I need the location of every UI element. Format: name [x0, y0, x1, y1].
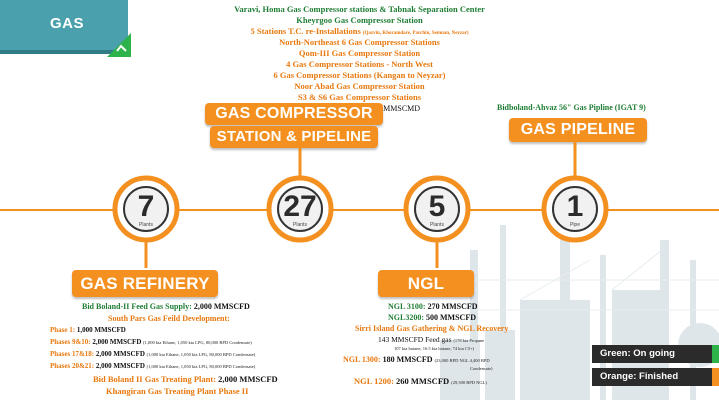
circle-ring — [112, 175, 180, 243]
list-item: North-Northeast 6 Gas Compressor Station… — [279, 37, 440, 47]
bid-boland-row: Bid Boland II Gas Treating Plant: 2,000 … — [93, 374, 278, 384]
list-item: Varavi, Homa Gas Compressor stations & T… — [234, 4, 485, 14]
refinery-feed-row: Bid Boland-II Feed Gas Supply: 2,000 MMS… — [82, 302, 250, 311]
ngl1300-note: Condensate) — [470, 366, 493, 371]
legend-finished-swatch — [712, 368, 719, 386]
legend-ongoing-swatch — [712, 345, 719, 363]
list-item: 6 Gas Compressor Stations (Kangan to Ney… — [273, 70, 446, 80]
compressor-count-unit: Plants — [293, 222, 307, 228]
compressor-title-line2: STATION & PIPELINE — [210, 126, 378, 148]
refinery-label: GAS REFINERY — [72, 270, 218, 297]
phase-row: Phase 1: 1,000 MMSCFD — [50, 326, 126, 334]
legend-ongoing: Green: On going — [592, 345, 719, 363]
compressor-title-line1: GAS COMPRESSOR — [205, 103, 383, 125]
list-item: 4 Gas Compressor Stations - North West — [286, 59, 433, 69]
list-item: Kheyrgoo Gas Compressor Station — [296, 15, 423, 25]
ngl-count-unit: Plants — [430, 222, 444, 228]
list-item: Noor Abad Gas Compressor Station — [294, 81, 425, 91]
sirri-note: 107 kta butane, 16.5 kta butane, 74 kta … — [394, 346, 475, 351]
ngl1200-row: NGL 1200: 260 MMSCFD (29,500 BPD NGL) — [354, 376, 487, 386]
phase-row: Phases 17&18: 2,000 MMSCFD (1,000 kta Et… — [50, 350, 256, 358]
circle-ring — [541, 175, 609, 243]
sirri-heading: Sirri Island Gas Gathering & NGL Recover… — [355, 324, 509, 333]
gas-header-label: GAS — [49, 15, 84, 32]
list-item: S3 & S6 Gas Compressor Stations — [297, 92, 422, 102]
ngl-count: 5 — [428, 190, 446, 223]
gas-header-stripe — [0, 50, 128, 54]
khangiran-row: Khangiran Gas Treating Plant Phase II — [106, 386, 249, 396]
compressor-count: 27 — [283, 190, 317, 223]
ngl-label: NGL — [378, 270, 474, 297]
sirri-feed-row: 143 MMSCFD Feed gas (178 kta Propane — [378, 335, 485, 344]
list-item: Qom-III Gas Compressor Station — [298, 48, 421, 58]
pipeline-count-unit: Pipe — [569, 222, 580, 228]
gas-header-tab — [0, 0, 128, 50]
refinery-count: 7 — [137, 190, 155, 223]
pipeline-label: GAS PIPELINE — [509, 118, 647, 142]
phase-row: Phases 9&10: 2,000 MMSCFD (1,000 kta Eth… — [50, 338, 252, 346]
south-pars-heading: South Pars Gas Feild Development: — [108, 314, 230, 323]
ngl3100-row: NGL 3100: 270 MMSCFD — [388, 302, 478, 311]
pipeline-caption: Bidboland-Ahvaz 56" Gas Pipline (IGAT 9) — [497, 103, 646, 112]
list-item: 5 Stations T.C. re-Installations (Qazvin… — [250, 26, 469, 36]
pipeline-count: 1 — [566, 190, 584, 223]
legend-finished: Orange: Finished — [592, 368, 719, 386]
ngl1300-row: NGL 1300: 180 MMSCFD (23,000 BPD NGL 4,4… — [343, 355, 490, 364]
ngl3200-row: NGL3200: 500 MMSCFD — [388, 313, 476, 322]
phase-row: Phases 20&21: 2,000 MMSCFD (1,000 kta Et… — [50, 362, 256, 370]
gas-corner-check-icon — [107, 33, 131, 57]
refinery-count-unit: Plants — [139, 222, 153, 228]
